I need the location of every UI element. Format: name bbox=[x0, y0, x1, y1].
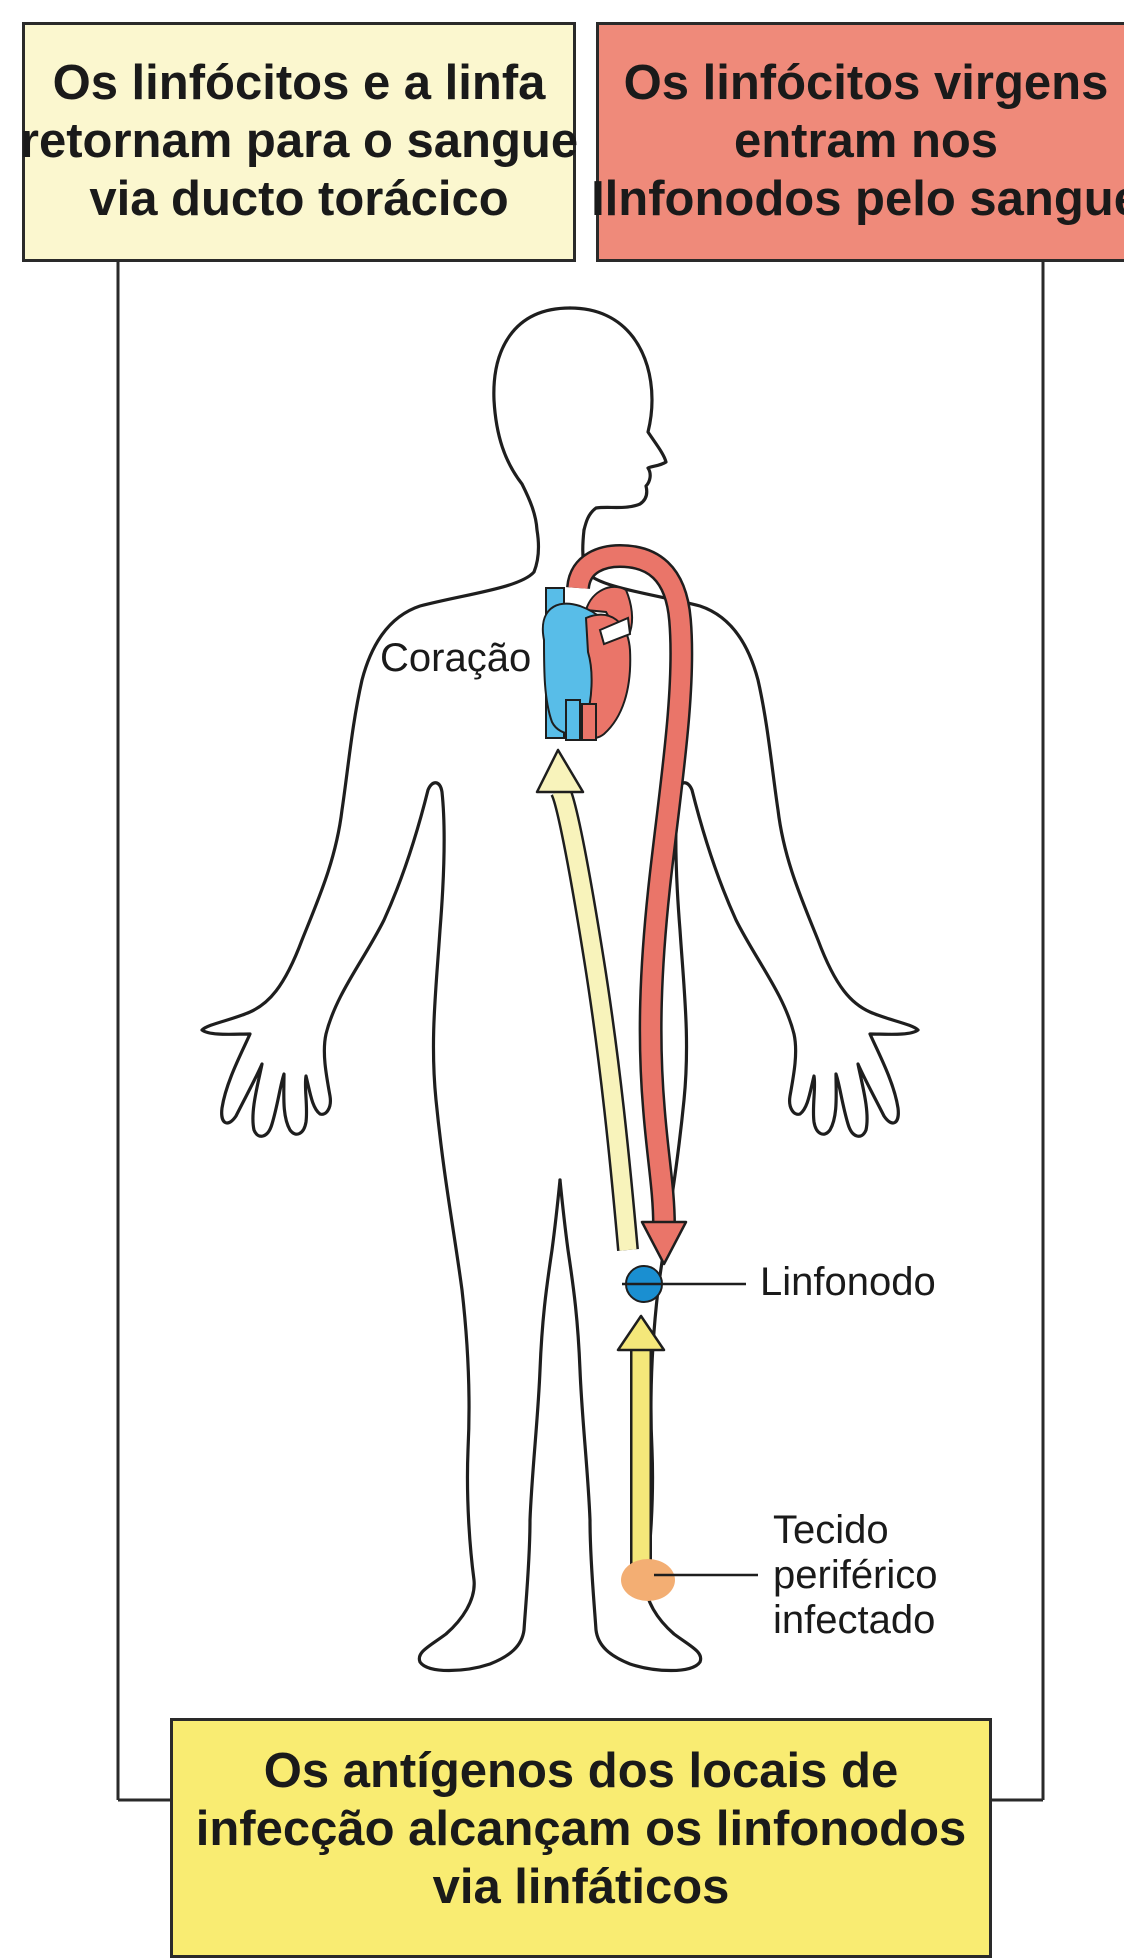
heart-label: Coração bbox=[380, 636, 531, 681]
callout-line: retornam para o sangue bbox=[20, 113, 578, 171]
naive-lymphocyte-callout: Os linfócitos virgens entram nos Ilnfono… bbox=[596, 22, 1124, 262]
lymph-return-callout: Os linfócitos e a linfa retornam para o … bbox=[22, 22, 576, 262]
lower-vena-icon bbox=[566, 700, 580, 740]
callout-line: via linfáticos bbox=[433, 1859, 730, 1917]
tissue-label-line: Tecido bbox=[773, 1508, 938, 1553]
callout-line: via ducto torácico bbox=[89, 171, 508, 229]
lymph-node-label: Linfonodo bbox=[760, 1260, 936, 1305]
descending-aorta-icon bbox=[582, 704, 596, 740]
human-body-outline-icon bbox=[202, 308, 918, 1671]
heart-icon bbox=[543, 587, 632, 740]
tissue-label-line: infectado bbox=[773, 1598, 938, 1643]
infected-tissue-icon bbox=[621, 1559, 675, 1601]
diagram-canvas bbox=[0, 0, 1124, 1912]
lymphocyte-recirculation-diagram: Os linfócitos e a linfa retornam para o … bbox=[0, 0, 1124, 1912]
callout-line: Os antígenos dos locais de bbox=[264, 1743, 898, 1801]
thoracic-duct-arrow bbox=[537, 750, 628, 1250]
antigen-transport-callout: Os antígenos dos locais de infecção alca… bbox=[170, 1718, 992, 1958]
tissue-label-line: periférico bbox=[773, 1553, 938, 1598]
callout-line: infecção alcançam os linfonodos bbox=[196, 1801, 967, 1859]
callout-line: Os linfócitos e a linfa bbox=[53, 55, 546, 113]
afferent-lymph-arrow bbox=[618, 1316, 664, 1570]
callout-line: entram nos bbox=[734, 113, 998, 171]
callout-line: Os linfócitos virgens bbox=[624, 55, 1109, 113]
callout-line: Ilnfonodos pelo sangue bbox=[591, 171, 1124, 229]
infected-tissue-label: Tecido periférico infectado bbox=[773, 1508, 938, 1644]
